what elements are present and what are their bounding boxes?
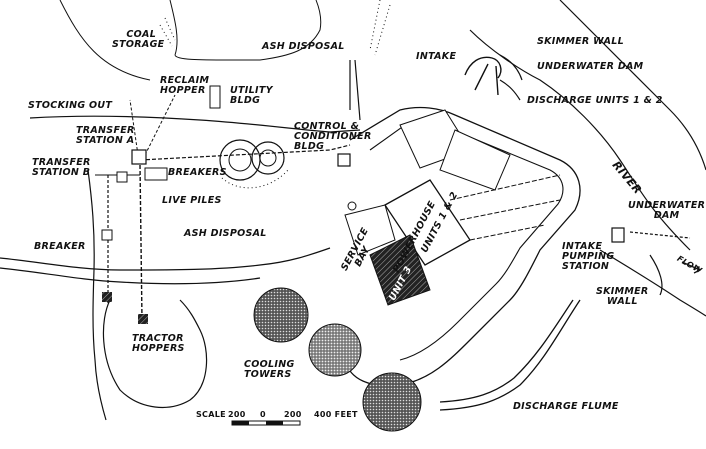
label-underwater-dam-top: UNDERWATER DAM xyxy=(537,61,644,72)
breaker-shape xyxy=(101,229,113,241)
label-ash-disposal-mid: ASH DISPOSAL xyxy=(184,228,267,239)
transfer-station-b-shape xyxy=(116,171,128,183)
cooling-tower-1 xyxy=(253,287,309,343)
service-bay-marker xyxy=(347,201,357,211)
tractor-hopper-1 xyxy=(102,292,112,302)
underwater-dam-right-line xyxy=(629,231,691,239)
label-breaker: BREAKER xyxy=(34,241,86,252)
live-pile-1-inner xyxy=(228,148,252,172)
main-road-north xyxy=(29,115,361,133)
service-bay-shape xyxy=(344,204,396,256)
label-transfer-station-a: TRANSFER STATION A xyxy=(76,125,135,146)
label-live-piles: LIVE PILES xyxy=(162,195,222,206)
breakers-shape xyxy=(144,167,168,181)
label-cooling-towers: COOLING TOWERS xyxy=(244,359,295,380)
river-bank-lower xyxy=(599,249,706,317)
cooling-tower-2 xyxy=(308,323,362,377)
label-discharge-units: DISCHARGE UNITS 1 & 2 xyxy=(527,95,663,106)
label-ash-disposal-top: ASH DISPOSAL xyxy=(262,41,345,52)
discharge-flume-line xyxy=(439,299,581,411)
powerhouse-unit-3 xyxy=(369,234,431,306)
control-bldg-shape xyxy=(337,153,351,167)
label-tractor-hoppers: TRACTOR HOPPERS xyxy=(132,333,185,354)
conveyor-stocking xyxy=(129,99,139,156)
intake-upper xyxy=(464,56,502,96)
scale-tick-0: 0 xyxy=(260,410,266,419)
label-transfer-station-b: TRANSFER STATION B xyxy=(32,157,91,178)
river-bank-east xyxy=(559,0,706,171)
label-coal-storage: COAL STORAGE xyxy=(112,29,165,50)
label-skimmer-wall-right: SKIMMER WALL xyxy=(596,286,649,307)
utility-bldg-shape xyxy=(209,85,221,109)
label-intake-pumping-station: INTAKE PUMPING STATION xyxy=(562,241,615,272)
cooling-tower-3 xyxy=(362,372,422,432)
river-bank-west xyxy=(469,29,691,251)
live-pile-2 xyxy=(251,141,285,175)
loop-road xyxy=(102,299,208,409)
live-pile-2-inner xyxy=(259,149,277,167)
road-south xyxy=(0,247,331,271)
label-skimmer-wall-top: SKIMMER WALL xyxy=(537,36,624,47)
conveyor-main xyxy=(139,144,351,161)
road-to-intake xyxy=(349,59,361,121)
transmission-lines xyxy=(449,174,561,241)
main-road-west xyxy=(87,169,107,421)
road-south-2 xyxy=(0,267,261,285)
conveyor-reclaim xyxy=(144,94,176,156)
label-utility-bldg: UTILITY BLDG xyxy=(230,85,273,106)
ridge-hatch-right xyxy=(369,0,391,56)
discharge-flume-line-2 xyxy=(439,299,574,403)
transfer-station-a-shape xyxy=(131,149,147,165)
discharge-upper xyxy=(499,79,521,101)
label-discharge-flume: DISCHARGE FLUME xyxy=(513,401,619,412)
scale-tick-400-feet: 400 FEET xyxy=(314,410,358,419)
flow-arrow xyxy=(681,261,702,274)
scale-bar-graphic xyxy=(231,420,301,426)
label-control-conditioner-bldg: CONTROL & CONDITIONER BLDG xyxy=(294,121,372,152)
ridge-1 xyxy=(59,0,151,81)
tractor-hopper-2 xyxy=(138,314,148,324)
conveyor-south xyxy=(139,164,143,321)
skimmer-wall-right-line xyxy=(649,254,663,296)
label-reclaim-hopper: RECLAIM HOPPER xyxy=(160,75,210,96)
ridge-hatch-left xyxy=(159,17,176,47)
ridge-2 xyxy=(169,0,322,61)
scale-tick-200-left: 200 xyxy=(228,410,246,419)
scale-tick-200-right: 200 xyxy=(284,410,302,419)
label-underwater-dam-right: UNDERWATER DAM xyxy=(628,200,706,221)
skimmer-wall-upper xyxy=(499,54,523,81)
intake-pumping-station-shape xyxy=(611,227,625,243)
label-breakers: BREAKERS xyxy=(168,167,227,178)
label-intake: INTAKE xyxy=(416,51,457,62)
scale-label: SCALE xyxy=(196,410,226,419)
label-stocking-out: STOCKING OUT xyxy=(28,100,113,111)
